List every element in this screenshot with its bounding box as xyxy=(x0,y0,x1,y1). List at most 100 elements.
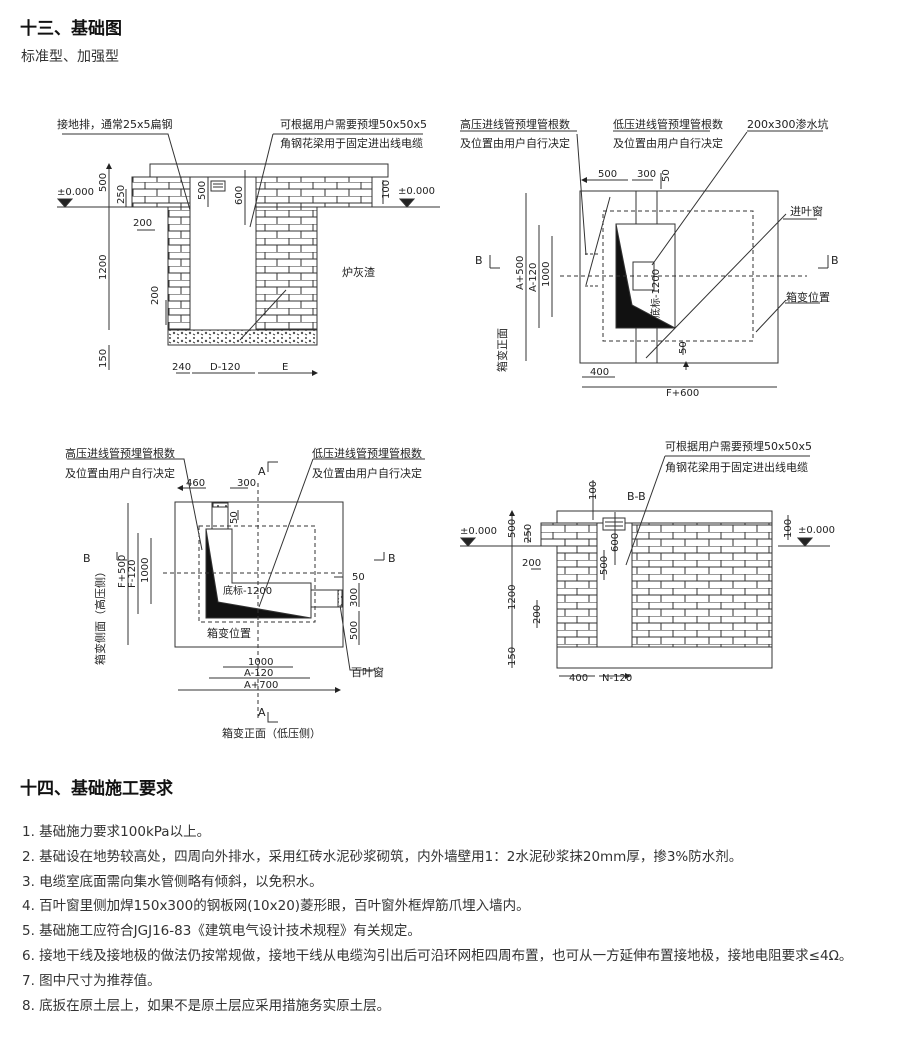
dim-500: 500 xyxy=(599,556,610,575)
ground-level-left: ±0.000 xyxy=(460,526,497,537)
section-b-right: B xyxy=(388,552,396,565)
hv-pipe-label-2: 及位置由用户自行决定 xyxy=(65,466,175,480)
louver-label: 百叶窗 xyxy=(351,665,384,679)
hv-pipe-label-2: 及位置由用户自行决定 xyxy=(460,136,570,150)
dim-e: E xyxy=(282,362,288,373)
dim-500: 500 xyxy=(349,621,360,640)
ground-level-left: ±0.000 xyxy=(57,187,94,198)
dim-500: 500 xyxy=(507,519,518,538)
angle-steel-label-1: 可根据用户需要预埋50x50x5 xyxy=(280,117,427,131)
dim-50: 50 xyxy=(678,341,689,354)
dim-400: 400 xyxy=(590,367,609,378)
dim-400: 400 xyxy=(569,673,588,684)
lv-pipe-label-2: 及位置由用户自行决定 xyxy=(312,466,422,480)
dim-f-120: F-120 xyxy=(127,560,138,588)
box-position-label: 箱变位置 xyxy=(786,290,830,304)
dim-100: 100 xyxy=(783,519,794,538)
dim-a-120: A-120 xyxy=(528,263,539,292)
brick-wall xyxy=(631,522,773,648)
section-13-subtitle: 标准型、加强型 xyxy=(21,49,119,65)
ash-label: 炉灰渣 xyxy=(342,265,375,279)
foundation-outline xyxy=(174,501,344,648)
list-item: 1. 基础施力要求100kPa以上。 xyxy=(22,824,211,840)
top-slab xyxy=(556,510,773,524)
section-a-bottom: A xyxy=(258,706,266,719)
brick-wall xyxy=(556,545,598,648)
dim-250: 250 xyxy=(523,524,534,543)
dim-100: 100 xyxy=(588,481,599,500)
dim-600: 600 xyxy=(234,186,245,205)
window-label: 进叶窗 xyxy=(790,204,823,218)
louver-top xyxy=(212,502,229,508)
angle-steel-label-2: 角钢花梁用于固定进出线电缆 xyxy=(665,460,808,474)
dim-a-120: A-120 xyxy=(244,668,273,679)
dim-460: 460 xyxy=(186,478,205,489)
bottom-slab xyxy=(556,646,773,669)
angle-steel-label-1: 可根据用户需要预埋50x50x5 xyxy=(665,439,812,453)
dim-200: 200 xyxy=(532,605,543,624)
brick-wall xyxy=(255,176,373,208)
dim-200: 200 xyxy=(522,558,541,569)
list-item: 2. 基础设在地势较高处，四周向外排水，采用红砖水泥砂浆砌筑，内外墙壁用1：2水… xyxy=(22,848,743,865)
drawing-section-b-b xyxy=(459,455,830,676)
list-item: 4. 百叶窗里侧加焊150x300的钢板网(10x20)菱形眼，百叶窗外框焊筋爪… xyxy=(22,898,530,915)
brick-wall xyxy=(540,522,598,547)
drawing-section-view-1 xyxy=(56,133,440,373)
dim-d-120: D-120 xyxy=(210,362,240,373)
dim-300: 300 xyxy=(237,478,256,489)
louver-icon xyxy=(337,589,343,608)
ground-level-right: ±0.000 xyxy=(398,186,435,197)
dim-200: 200 xyxy=(150,286,161,305)
foundation-drawings: 接地排，通常25x5扁钢 可根据用户需要预埋50x50x5 角钢花梁用于固定进出… xyxy=(56,117,839,740)
vent-icon xyxy=(602,517,626,531)
top-slab xyxy=(149,163,389,178)
dim-200: 200 xyxy=(133,218,152,229)
dim-500: 500 xyxy=(197,181,208,200)
dim-a-500: A+500 xyxy=(515,256,526,290)
vent-icon xyxy=(210,180,226,192)
box-side-label: 箱变侧面（高压侧） xyxy=(93,566,107,665)
angle-steel-label-2: 角钢花梁用于固定进出线电缆 xyxy=(280,136,423,150)
dim-150: 150 xyxy=(507,647,518,666)
box-position-label: 箱变位置 xyxy=(207,626,251,640)
lv-pipe-label-1: 低压进线管预埋管根数 xyxy=(312,446,422,460)
dim-1200: 1200 xyxy=(507,585,518,610)
section-b-left: B xyxy=(83,552,91,565)
requirements-list: 1. 基础施力要求100kPa以上。 2. 基础设在地势较高处，四周向外排水，采… xyxy=(22,820,884,1018)
dim-1200: 1200 xyxy=(98,255,109,280)
dim-300: 300 xyxy=(637,169,656,180)
section-13-title: 十三、基础图 xyxy=(20,19,122,39)
lv-pipe-label-1: 低压进线管预埋管根数 xyxy=(613,117,723,131)
section-b-right: B xyxy=(831,254,839,267)
ground-level-right: ±0.000 xyxy=(798,525,835,536)
drawing-plan-view-2 xyxy=(67,458,425,723)
foundation-outline xyxy=(579,190,779,364)
list-item: 7. 图中尺寸为推荐值。 xyxy=(22,972,161,989)
list-item: 6. 接地干线及接地极的做法仍按常规做，接地干线从电缆沟引出后可沿环网柜四周布置… xyxy=(22,947,853,964)
bottom-level-label: 底标-1200 xyxy=(649,269,662,318)
box-front-label: 箱变正面 xyxy=(495,328,509,372)
dim-600: 600 xyxy=(610,533,621,552)
section-b-left: B xyxy=(475,254,483,267)
dim-150: 150 xyxy=(98,349,109,368)
drawing-plan-view-1 xyxy=(460,130,829,388)
dim-a-700: A+700 xyxy=(244,680,278,691)
seepage-pit-label: 200x300渗水坑 xyxy=(747,117,829,131)
dim-1000: 1000 xyxy=(248,657,273,668)
section-a-top: A xyxy=(258,465,266,478)
dim-50: 50 xyxy=(229,511,240,524)
dim-240: 240 xyxy=(172,362,191,373)
list-item: 8. 底扳在原土层上，如果不是原土层应采用措施务实原土层。 xyxy=(22,997,391,1014)
dim-500: 500 xyxy=(98,173,109,192)
list-item: 3. 电缆室底面需向集水管侧略有倾斜，以免积水。 xyxy=(22,873,323,890)
list-item: 5. 基础施工应符合JGJ16-83《建筑电气设计技术规程》有关规定。 xyxy=(22,923,421,940)
dim-f-500: F+500 xyxy=(117,555,128,588)
brick-wall xyxy=(255,206,318,331)
brick-wall xyxy=(167,206,191,331)
dim-1000: 1000 xyxy=(140,558,151,583)
box-front-label: 箱变正面（低压侧） xyxy=(222,726,321,740)
bottom-level-label: 底标-1200 xyxy=(223,584,272,597)
dim-f-600: F+600 xyxy=(666,388,699,399)
dim-300: 300 xyxy=(349,588,360,607)
dim-250: 250 xyxy=(116,185,127,204)
